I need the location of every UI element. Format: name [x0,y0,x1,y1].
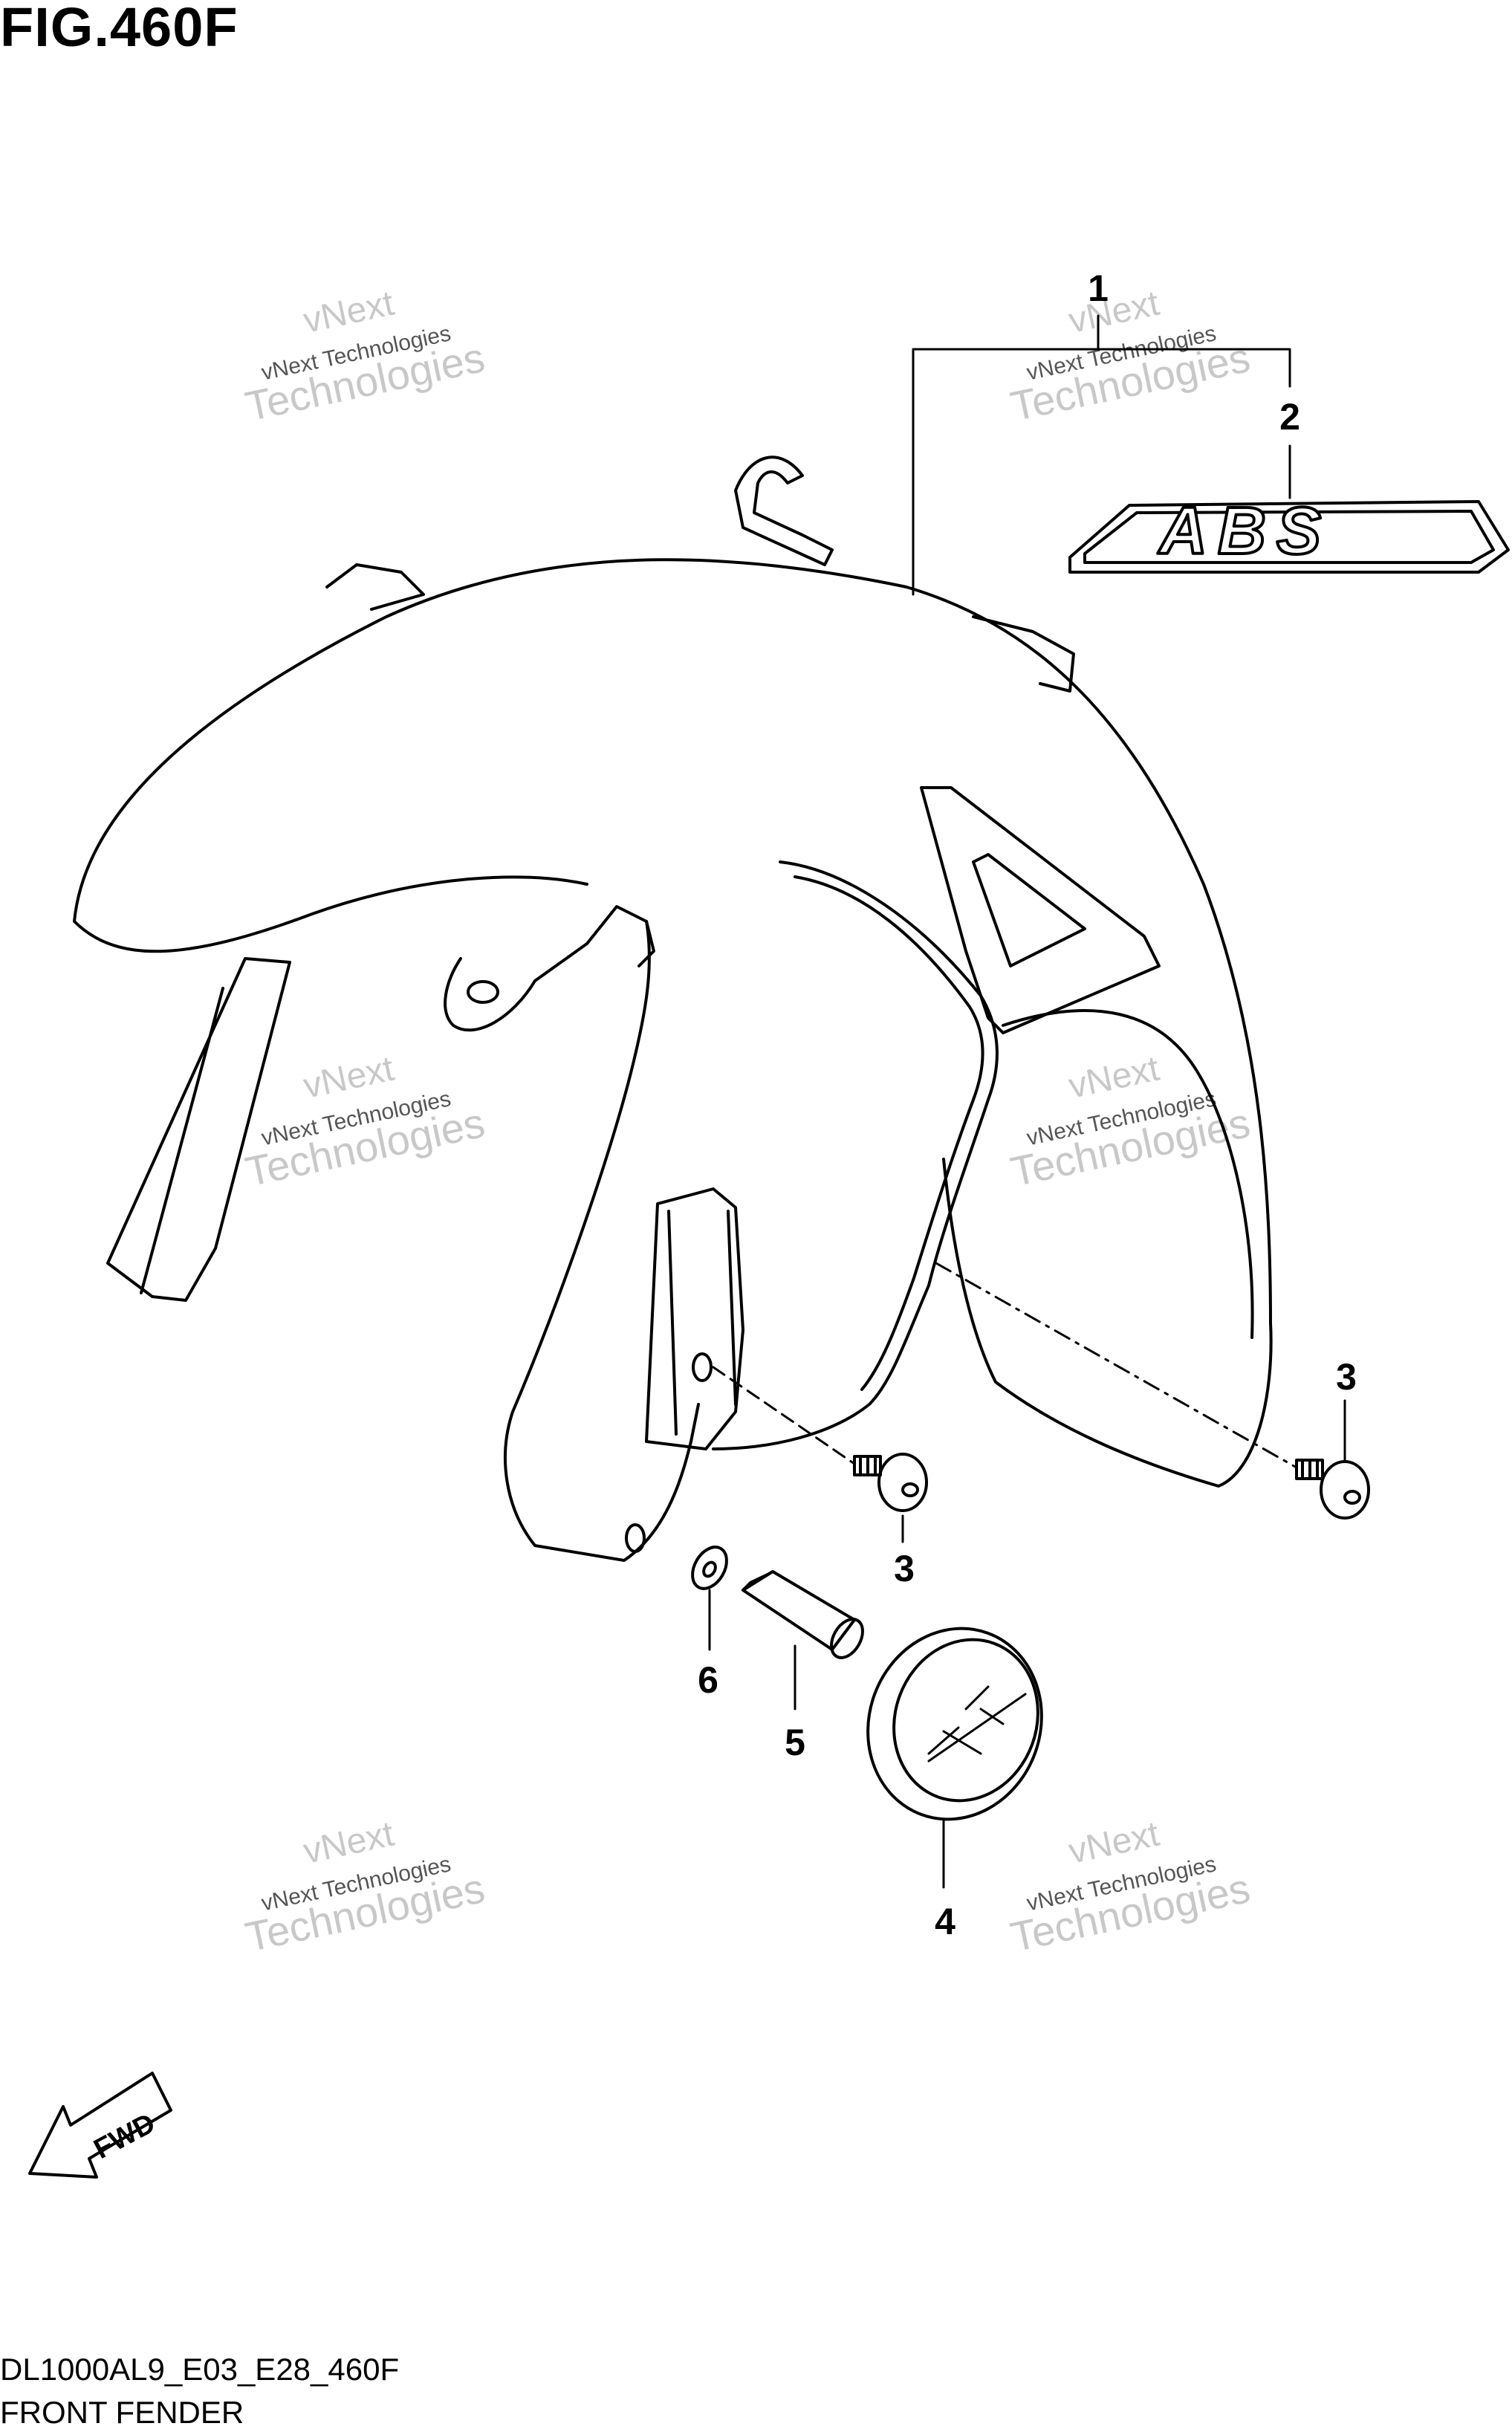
fender-brace-frame [920,786,1161,1034]
washer-hole [702,1560,717,1578]
leader-lines [708,314,1346,1889]
fwd-arrow-label: FWD [89,2107,160,2165]
washer-outer [691,1546,728,1590]
watermark-line-c: Technologies [1007,1864,1254,1961]
leader-1-bracket [912,348,1291,388]
fender-brace-window [972,853,1086,967]
watermark-line-b: vNext Technologies [1025,321,1219,385]
watermark-line-a: vNext [1065,284,1163,341]
diagram-name: FRONT FENDER [0,2395,244,2430]
fork-guard-left [504,920,700,1562]
mount-hole-left [467,980,499,1004]
watermark-line-b: vNext Technologies [1025,1852,1219,1916]
abs-emblem-text: ABS [1158,494,1331,568]
watermark-bottom-right: vNext vNext Technologies Technologies [1007,1815,1254,1961]
fender-top-clip [325,563,425,611]
watermark-line-a: vNext [1065,1815,1163,1872]
callout-1: 1 [1088,267,1109,309]
watermark-line-a: vNext [300,1049,398,1106]
callout-2: 2 [1279,396,1300,438]
abs-emblem-part: ABS [1068,493,1510,574]
watermark-line-b: vNext Technologies [1025,1086,1219,1150]
watermark-line-c: Technologies [241,334,489,430]
callout-labels: 1 2 3 3 4 5 6 [698,267,1357,1942]
watermark-bottom-left: vNext vNext Technologies Technologies [241,1815,489,1961]
callout-3-left: 3 [894,1548,915,1589]
abs-emblem-inner [1083,510,1495,564]
callout-5: 5 [785,1722,805,1763]
fender-shell [73,558,1273,1488]
screw-socket [1343,1490,1361,1505]
watermark-line-a: vNext [1065,1049,1163,1106]
spacer-body [742,1570,856,1651]
fender-front-bracket [106,957,291,1302]
leader-3-left-dash [712,1366,856,1465]
fender-side-tab [972,615,1075,693]
fork-guard-pocket-inner [667,1210,737,1436]
watermark-line-a: vNext [300,284,398,341]
fender-rear-inner [1002,1009,1254,1339]
washer-part-6 [691,1546,728,1590]
reflector-part-4 [866,1627,1043,1821]
watermark-line-a: vNext [300,1815,398,1872]
watermark-line-c: Technologies [241,1099,489,1196]
diagram-code: DL1000AL9_E03_E28_460F [0,2352,400,2387]
wire-hook-clip [734,455,834,566]
callout-4: 4 [935,1901,955,1942]
spacer-end-cap [830,1618,864,1659]
reflector-pattern [927,1685,1027,1763]
screw-part-3-right [1295,1459,1370,1520]
watermark-line-c: Technologies [241,1864,489,1961]
watermark-top-left: vNext vNext Technologies Technologies [241,284,489,430]
spacer-part-5 [742,1570,864,1659]
screw-socket [901,1482,919,1497]
callout-6: 6 [698,1659,718,1701]
bolt-hole-lower [625,1523,646,1553]
watermark-line-b: vNext Technologies [259,1852,453,1916]
front-fender-part [73,455,1273,1562]
fork-guard-pocket [645,1187,744,1450]
reflector-outer [866,1627,1043,1821]
fender-inner-opening [712,860,999,1450]
fender-left-mount-tab [444,905,655,1032]
screw-head [877,1453,928,1512]
fender-underside-edge [73,875,588,953]
callout-3-right: 3 [1336,1356,1357,1398]
watermark-line-b: vNext Technologies [259,321,453,385]
watermark-mid-right: vNext vNext Technologies Technologies [1007,1049,1254,1196]
leader-3-right-dash [935,1262,1298,1469]
watermark-line-c: Technologies [1007,334,1254,430]
screw-thread [1301,1459,1319,1480]
reflector-inner [892,1638,1039,1803]
bolt-hole-upper [692,1352,713,1382]
fwd-arrow-outline [28,2072,172,2179]
screw-thread [859,1455,877,1476]
fwd-direction-arrow: FWD [28,2072,172,2179]
screw-part-3-left [853,1453,928,1512]
spacer-tip [742,1572,770,1592]
screw-head [1320,1460,1370,1520]
watermark-line-b: vNext Technologies [259,1086,453,1150]
abs-emblem-outline [1068,500,1510,574]
fender-inner-opening-edge [794,875,984,1391]
figure-title: FIG.460F [0,0,239,58]
